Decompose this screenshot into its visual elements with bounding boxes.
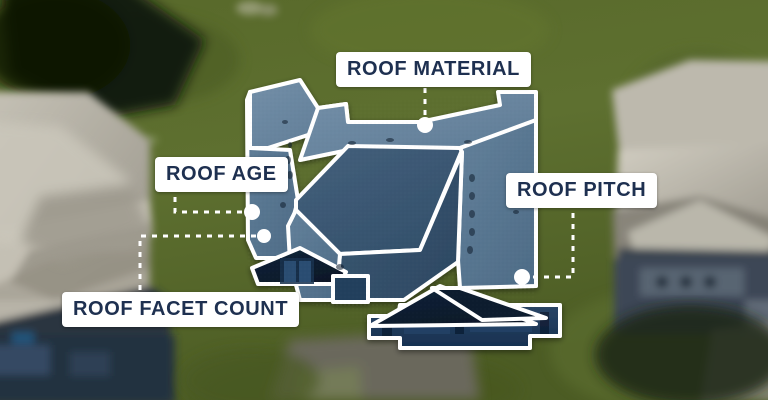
roof-vent-details xyxy=(280,120,519,270)
anchor-dot-roof-material xyxy=(417,117,433,133)
callout-label-roof-pitch[interactable]: ROOF PITCH xyxy=(506,173,658,208)
callout-label-roof-age[interactable]: ROOF AGE xyxy=(155,157,288,192)
leader-roof-age xyxy=(173,186,246,214)
anchor-dot-roof-pitch xyxy=(514,269,530,285)
anchor-dot-roof-age xyxy=(244,204,260,220)
callout-label-roof-facet-count[interactable]: ROOF FACET COUNT xyxy=(62,292,300,327)
leader-roof-pitch xyxy=(528,202,575,279)
anchor-dot-roof-facet-count xyxy=(257,229,271,243)
leader-roof-facet-count xyxy=(138,234,258,290)
callout-label-roof-material[interactable]: ROOF MATERIAL xyxy=(336,52,531,87)
callout-anchor-dots xyxy=(244,117,530,285)
